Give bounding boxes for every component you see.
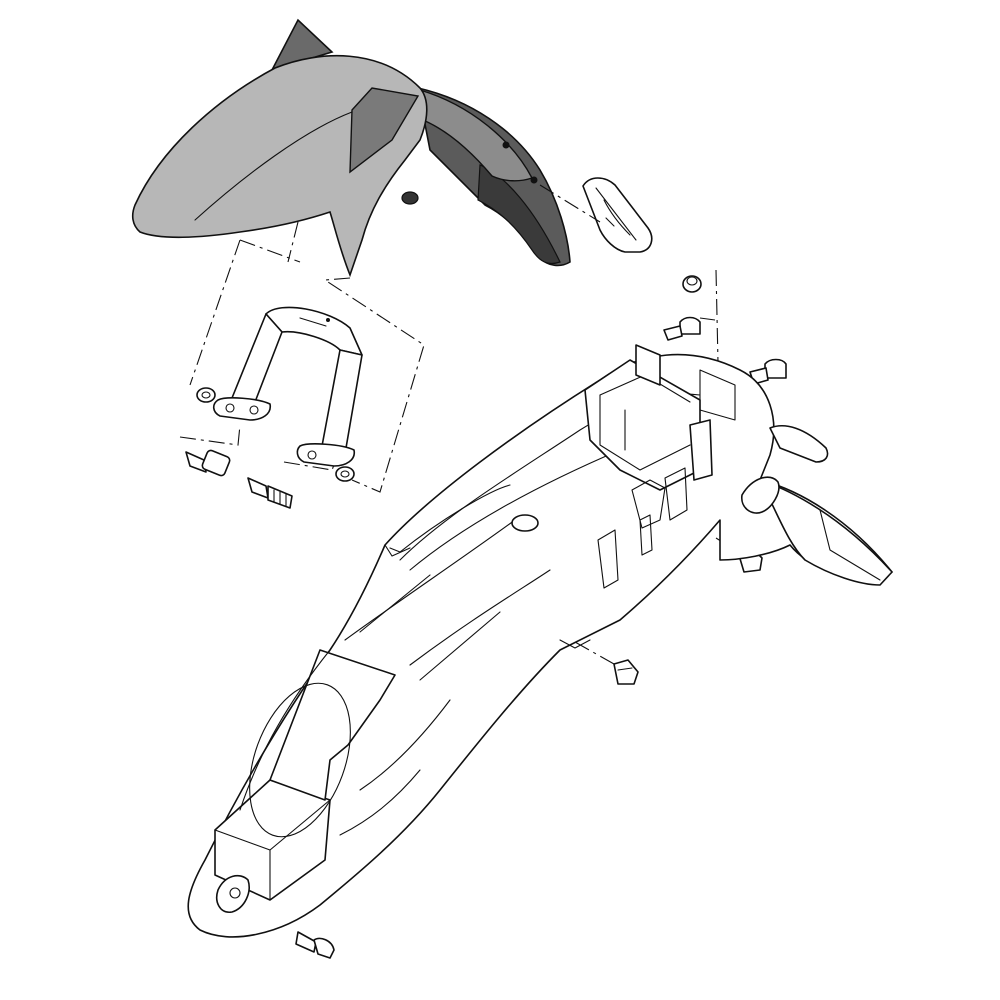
rear-fender bbox=[187, 344, 893, 938]
leader-line bbox=[539, 184, 601, 223]
fender-bracket bbox=[212, 306, 363, 467]
washers bbox=[196, 387, 355, 482]
fender-mount-hole bbox=[502, 141, 510, 149]
front-fender-side bbox=[417, 89, 534, 182]
front-fender-notch bbox=[349, 87, 420, 174]
front-fender bbox=[131, 18, 571, 278]
drain-boss bbox=[511, 514, 539, 532]
front-fender-body bbox=[131, 55, 428, 278]
bolts bbox=[185, 275, 787, 959]
rear-fender-shell bbox=[187, 353, 893, 938]
reflector bbox=[582, 177, 653, 253]
front-fender-inner bbox=[477, 164, 561, 265]
fender-mount-hole bbox=[530, 176, 538, 184]
